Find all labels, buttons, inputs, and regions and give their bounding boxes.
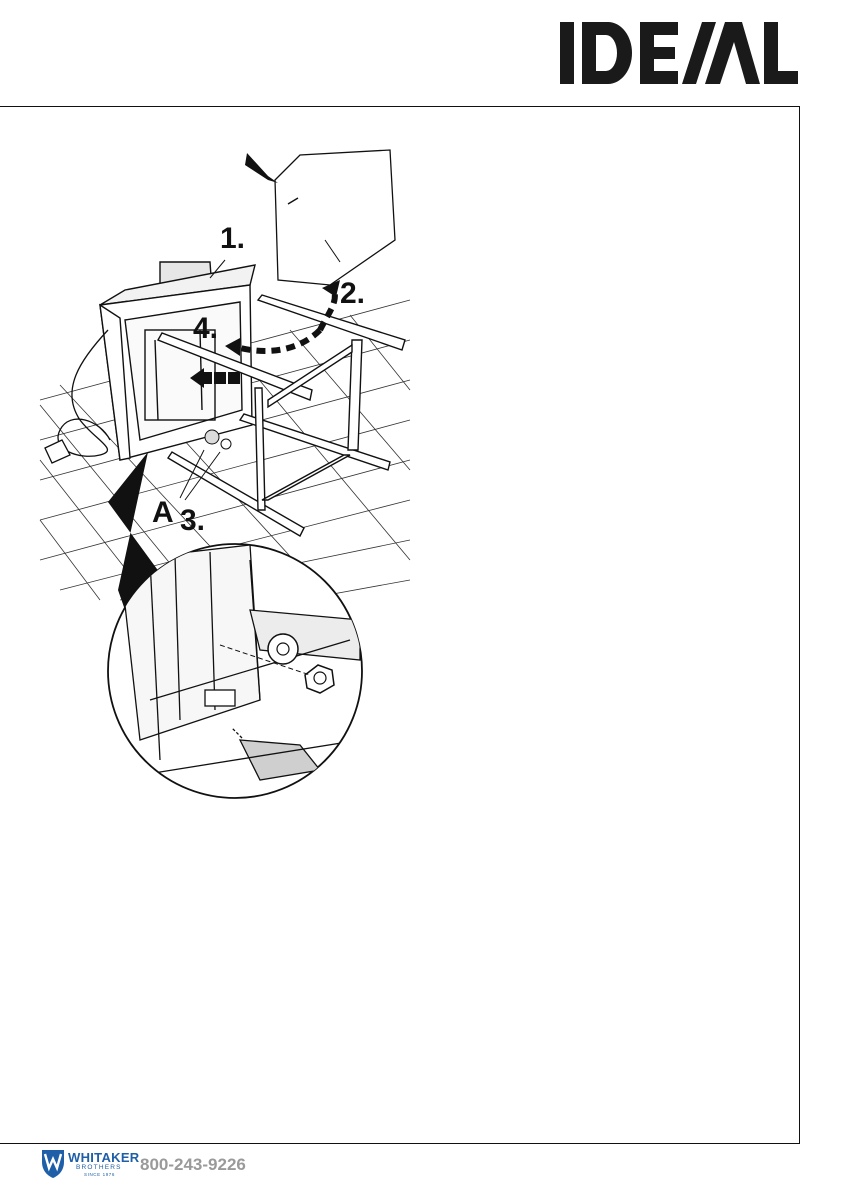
detail-magnifier [108, 544, 362, 798]
phone-number: 800-243-9226 [140, 1155, 246, 1175]
back-panel [275, 150, 395, 285]
step-label-1: 1. [220, 222, 245, 255]
company-name: WHITAKER [68, 1150, 139, 1165]
whitaker-logo-icon [40, 1148, 66, 1178]
company-sub: BROTHERS [76, 1164, 122, 1171]
step-label-4: 4. [193, 312, 218, 345]
part-label-a: A [152, 496, 174, 529]
step-label-3: 3. [180, 504, 205, 537]
power-plug [45, 440, 70, 463]
company-since: SINCE 1976 [84, 1172, 115, 1177]
arrow-4 [240, 330, 320, 351]
step-label-2: 2. [340, 277, 365, 310]
